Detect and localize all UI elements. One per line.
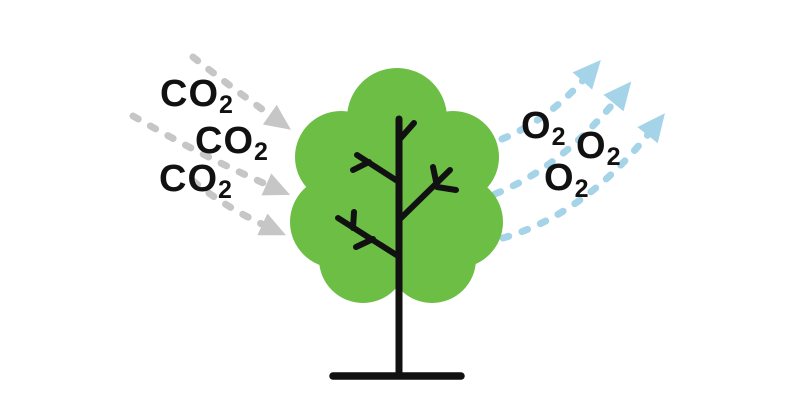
tree-branch: [335, 209, 401, 259]
formula-main: CO: [159, 158, 218, 200]
tree-branch: [397, 164, 459, 222]
co2-label-3: CO2: [159, 158, 232, 203]
co2-arrow-1: [189, 53, 291, 130]
formula-main: O: [521, 105, 552, 147]
co2-arrow-2: [129, 112, 291, 196]
co2-label-1: CO2: [160, 73, 233, 118]
formula-main: O: [544, 157, 575, 199]
o2-arrow-3: [499, 113, 665, 242]
formula-subscript: 2: [219, 91, 233, 119]
o2-arrows: [491, 59, 665, 242]
tree-trunk-and-branches: [329, 115, 465, 380]
o2-label-3: O2: [544, 157, 588, 202]
formula-subscript: 2: [551, 123, 566, 151]
co2-arrows: [129, 53, 291, 236]
tree-branch: [350, 152, 402, 185]
formula-subscript: 2: [218, 176, 232, 204]
co2-arrow-3: [189, 177, 286, 236]
o2-label-2: O2: [576, 125, 620, 170]
tree-canopy: [290, 68, 503, 303]
formula-subscript: 2: [606, 143, 621, 171]
formula-main: O: [576, 125, 607, 167]
formula-subscript: 2: [574, 175, 589, 203]
formula-main: CO: [160, 73, 219, 115]
formula-main: CO: [195, 120, 254, 162]
co2-label-2: CO2: [195, 120, 268, 165]
formula-subscript: 2: [254, 138, 268, 166]
o2-label-1: O2: [521, 105, 565, 150]
tree-branch: [396, 120, 417, 143]
